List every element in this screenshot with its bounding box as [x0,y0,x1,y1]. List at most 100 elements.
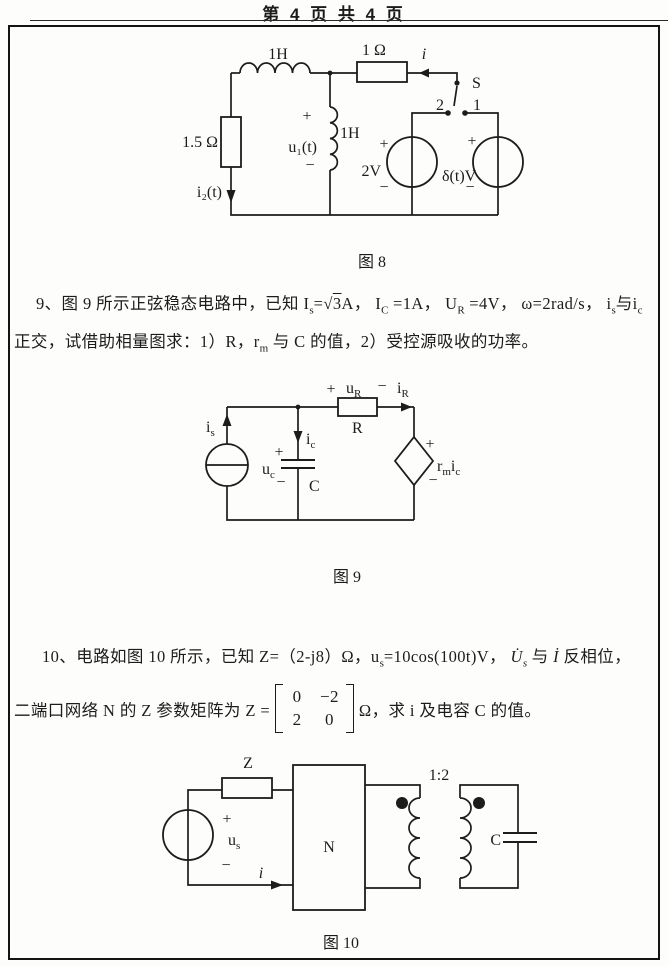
phasor-us: U̇ [510,647,523,666]
switch-blade [453,85,458,107]
figure-8-circuit: 1H 1 Ω i S 2 1 1.5 Ω + u₁(t) − 1H + 2V −… [182,42,524,271]
label-ic: ic [306,431,315,451]
label-u1: u₁(t) [288,139,317,156]
label-is: is [206,419,215,439]
question-10-line-2: 二端口网络 N 的 Z 参数矩阵为 Z = 0 −2 2 0 Ω，求 i 及电容… [14,684,541,733]
secondary-coil [459,797,472,879]
label-delta-minus: − [465,179,474,196]
matrix-bracket-left [275,684,284,733]
label-1.5ohm: 1.5 Ω [182,134,218,151]
matrix-cell: −2 [320,687,339,706]
q9-text: =4V， ω=2rad/s， i [464,294,612,313]
label-rmic: rmic [437,458,460,478]
q10-text: 10、电路如图 10 所示，已知 Z=（2-j8）Ω，u [42,647,380,666]
question-9-line-2: 正交，试借助相量图求：1）R，rm 与 C 的值，2）受控源吸收的功率。 [14,328,538,354]
question-10-line-1: 10、电路如图 10 所示，已知 Z=（2-j8）Ω，us=10cos(100t… [42,643,631,669]
q9-text: 正交，试借助相量图求：1）R，r [14,332,260,351]
label-uc-minus: − [276,474,285,491]
label-u1-plus: + [302,108,311,125]
ir-arrowhead [401,402,412,412]
label-ratio: 1:2 [429,767,449,784]
two-port-n-box [292,764,366,911]
secondary-dot [473,797,485,809]
q10-sub: s [522,657,528,670]
q9-text: A， I [341,294,382,313]
q10-text: Ω，求 i 及电容 C 的值。 [358,700,542,720]
q9-text: 3 [332,294,342,313]
q10-sub: s [379,657,384,670]
label-c: C [490,832,501,849]
wire [411,112,448,215]
resistor-1.5ohm [220,116,242,168]
inductor-1h-top [239,62,311,74]
q9-text: = [313,294,324,313]
q10-text: =10cos(100t)V， [383,647,511,666]
label-switch-s: S [472,75,481,92]
label-2v-minus: − [379,179,388,196]
label-n: N [323,839,335,856]
label-z: Z [243,755,253,772]
label-us-plus: + [222,811,231,828]
matrix-cell: 2 [292,710,302,729]
figure-9-circuit: + uR − iR R is ic + uc − C + rmic − 图 9 [205,378,460,586]
resistor-r [337,397,378,417]
figure-10-circuit: Z + us − i N 1:2 C 图 10 [162,755,537,952]
label-2v-plus: + [379,136,388,153]
label-u1-minus: − [305,157,314,174]
primary-dot [396,797,408,809]
z-parameter-matrix: 0 −2 2 0 [275,684,354,733]
label-i: i [422,46,426,63]
wire [187,789,293,886]
label-ur-plus: + [326,381,335,398]
figure-10-caption: 图 10 [323,935,359,952]
label-1ohm: 1 Ω [362,42,386,59]
matrix-cell: 0 [292,687,302,706]
q9-text: 9、图 9 所示正弦稳态电路中，已知 I [36,294,310,313]
label-uc: uc [262,461,275,481]
capacitor-plates [281,459,315,469]
q9-text: =1A， U [388,294,458,313]
wire [365,784,421,889]
label-1h-top: 1H [268,46,288,63]
q9-sub: C [381,304,389,317]
junction-dot [327,70,333,76]
current-i-arrowhead [419,68,429,78]
label-ur-minus: − [377,378,386,395]
q10-text: 二端口网络 N 的 Z 参数矩阵为 Z = [14,700,271,720]
q9-sub: c [637,304,643,317]
matrix-bracket-right [345,684,354,733]
wire [459,784,519,889]
matrix-values: 0 −2 2 0 [283,684,346,733]
label-ur: uR [346,380,362,400]
label-diamond-plus: + [425,436,434,453]
label-i: i [259,865,263,882]
capacitor-plates [503,832,537,843]
label-contact-2: 2 [436,97,444,114]
sqrt-sign: √ [323,294,333,313]
matrix-cell: 0 [325,710,334,729]
figure-9-caption: 图 9 [333,569,361,586]
junction-dot [295,404,301,410]
label-contact-1: 1 [473,97,481,114]
label-1h-mid: 1H [340,125,360,142]
switch-pivot-dot [454,80,460,86]
figure-8-caption: 图 8 [358,254,386,271]
header-rule [30,20,668,21]
label-r: R [352,420,363,437]
i2-arrowhead [226,190,236,203]
phasor-i: İ [553,647,559,666]
wire [226,406,415,521]
impedance-z-box [221,777,273,799]
question-9-line-1: 9、图 9 所示正弦稳态电路中，已知 Is=√3A， IC =1A， UR =4… [36,290,643,316]
label-c: C [309,478,320,495]
wire [230,167,498,216]
label-us: us [228,832,240,852]
is-arrowhead [222,414,232,426]
inductor-1h-mid [329,106,339,171]
label-delta-v: δ(t)V [442,168,477,185]
label-i2: i₂(t) [197,184,222,201]
label-diamond-minus: − [428,472,437,489]
page-number-header: 第 4 页 共 4 页 [262,5,406,24]
q9-sub: m [259,342,269,355]
